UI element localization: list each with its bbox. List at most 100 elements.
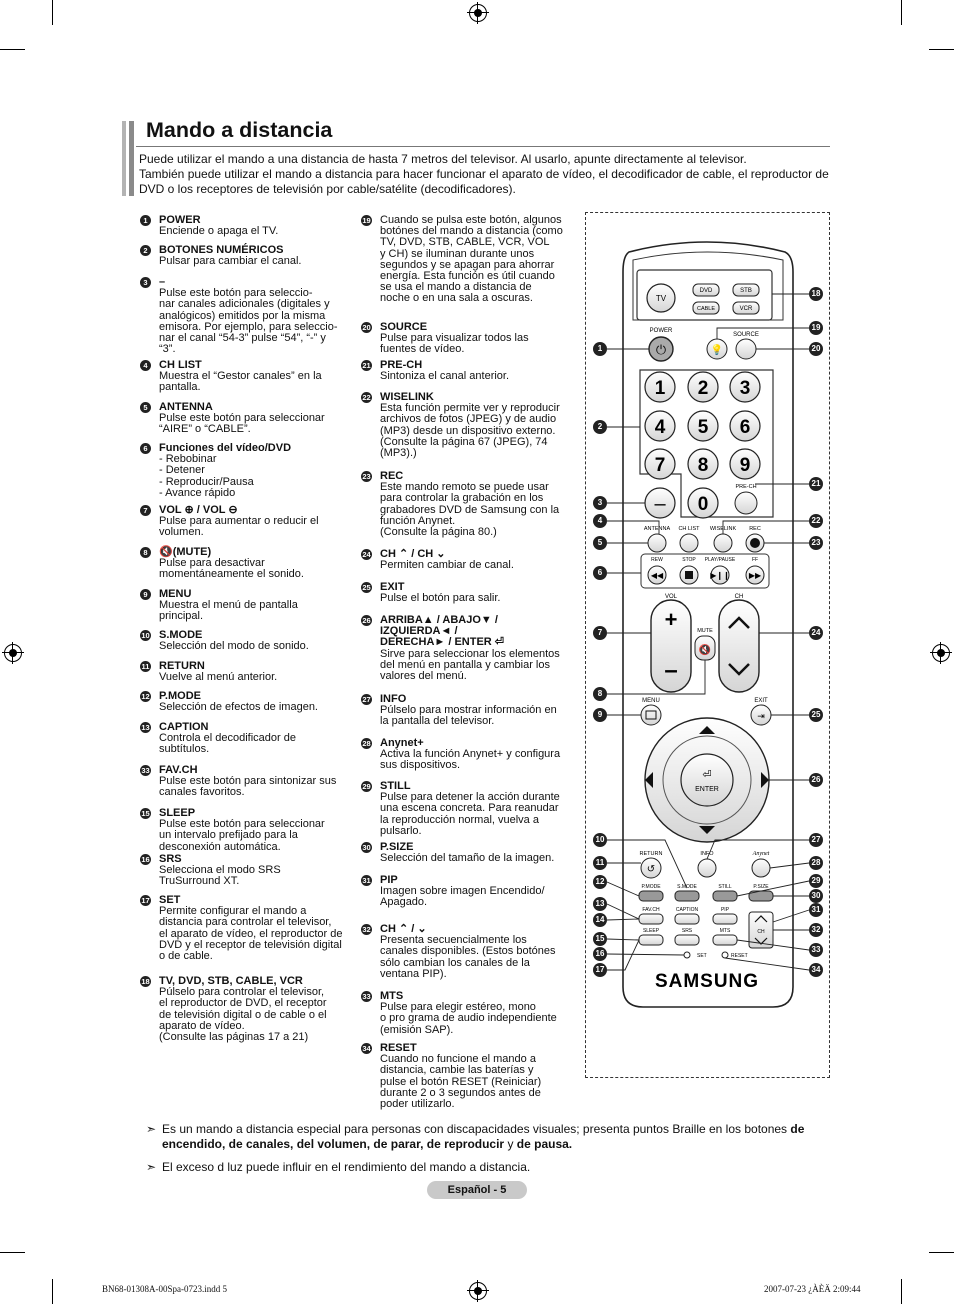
source-button: [735, 338, 757, 360]
arrow-left-icon: [645, 772, 653, 788]
digit-label: 0: [698, 494, 709, 515]
registration-mark-icon: [930, 642, 952, 664]
item-number-badge: 34: [361, 1043, 372, 1054]
item-number-badge: 26: [361, 615, 372, 626]
digit-button[interactable]: [644, 448, 676, 480]
note-text: y: [504, 1137, 517, 1151]
callout-number-badge: 31: [809, 903, 823, 917]
samsung-logo: SAMSUNG: [655, 971, 759, 992]
callout-number-badge: 19: [809, 321, 823, 335]
rew-button: [647, 565, 667, 585]
item-number-badge: 13: [140, 722, 151, 733]
notes: ➣ Es un mando a distancia especial para …: [146, 1122, 826, 1183]
digit-label: 2: [698, 378, 709, 399]
pip-channel-up-icon: [754, 915, 768, 923]
light-bulb-icon: 💡: [711, 343, 723, 356]
antenna-label: ANTENNA: [644, 526, 671, 532]
callout-number-badge: 29: [809, 874, 823, 888]
item-description: Pulse para detener la acción durante una…: [380, 791, 560, 837]
item-title: FAV.CH: [159, 764, 198, 776]
digit-label: 6: [740, 417, 751, 438]
digit-button[interactable]: [729, 371, 761, 403]
channel-up-icon: [728, 616, 750, 629]
note-text: Es un mando a distancia especial para pe…: [162, 1122, 791, 1136]
note-bold-text: de encendido, de canales, del volumen, d…: [162, 1122, 805, 1151]
crop-mark: [0, 49, 25, 50]
note-light: ➣ El exceso d luz puede influir en el re…: [146, 1160, 826, 1175]
item-title: –: [159, 276, 166, 288]
callout-number-badge: 21: [809, 477, 823, 491]
return-button: [640, 857, 662, 879]
crop-mark: [901, 1279, 902, 1304]
digit-button[interactable]: [644, 371, 676, 403]
crop-mark: [52, 0, 53, 25]
mts-button: [712, 934, 738, 946]
digit-label: 4: [655, 417, 666, 438]
enter-label: ENTER: [695, 786, 719, 793]
callout-number-badge: 10: [593, 833, 607, 847]
tv-button-label: TV: [656, 294, 667, 303]
digit-button[interactable]: [687, 410, 719, 442]
callout-number-badge: 3: [593, 496, 607, 510]
item-description: Púlselo para controlar el televisor, el …: [159, 986, 327, 1044]
item-description: Este mando remoto se puede usar para con…: [380, 481, 560, 539]
volume-rocker: [650, 599, 692, 693]
dash-button-label: –: [654, 493, 666, 515]
intro-text: Puede utilizar el mando a una distancia …: [139, 152, 831, 197]
set-label: SET: [697, 953, 707, 959]
tv-button: [646, 283, 676, 313]
item-number-badge: 18: [140, 976, 151, 987]
return-icon: ↺: [647, 864, 655, 875]
fast-forward-icon: ▶▶: [749, 571, 762, 580]
item-number-badge: 33: [361, 991, 372, 1002]
item-number-badge: 28: [361, 738, 372, 749]
mute-icon: 🔇: [699, 643, 711, 656]
note-braille: ➣ Es un mando a distancia especial para …: [146, 1122, 826, 1152]
sleep-label: SLEEP: [643, 928, 660, 934]
item-number-badge: 25: [361, 582, 372, 593]
still-label: STILL: [718, 884, 732, 890]
menu-button: [640, 704, 662, 726]
power-label: POWER: [650, 328, 673, 334]
anynet-button: [751, 858, 771, 878]
digit-button[interactable]: [687, 487, 719, 519]
cable-button: [692, 301, 720, 315]
digit-button[interactable]: [729, 448, 761, 480]
callout-number-badge: 33: [809, 943, 823, 957]
digit-button[interactable]: [687, 448, 719, 480]
item-number-badge: 12: [140, 691, 151, 702]
title-accent-bar: [129, 121, 134, 196]
digit-button[interactable]: [644, 410, 676, 442]
prech-button: [734, 491, 758, 515]
item-title: MTS: [380, 990, 404, 1002]
smode-button: [674, 890, 700, 902]
callout-number-badge: 7: [593, 626, 607, 640]
registration-mark-icon: [2, 642, 24, 664]
digit-button[interactable]: [687, 371, 719, 403]
digit-button[interactable]: [729, 410, 761, 442]
item-number-badge: 17: [140, 895, 151, 906]
sleep-button: [638, 934, 664, 946]
item-number-badge: 27: [361, 694, 372, 705]
callout-number-badge: 14: [593, 913, 607, 927]
crop-mark: [929, 1252, 954, 1253]
item-description: Muestra el “Gestor canales” en la pantal…: [159, 370, 322, 394]
antenna-button: [647, 533, 667, 553]
item-description: Esta función permite ver y reproducir ar…: [380, 402, 560, 460]
srs-button: [674, 934, 700, 946]
vcr-button: [732, 301, 760, 315]
digit-label: 5: [698, 417, 709, 438]
item-description: Sintoniza el canal anterior.: [380, 370, 510, 383]
item-title: INFO: [380, 693, 407, 705]
digit-label: 3: [740, 378, 751, 399]
item-number-badge: 22: [361, 392, 372, 403]
